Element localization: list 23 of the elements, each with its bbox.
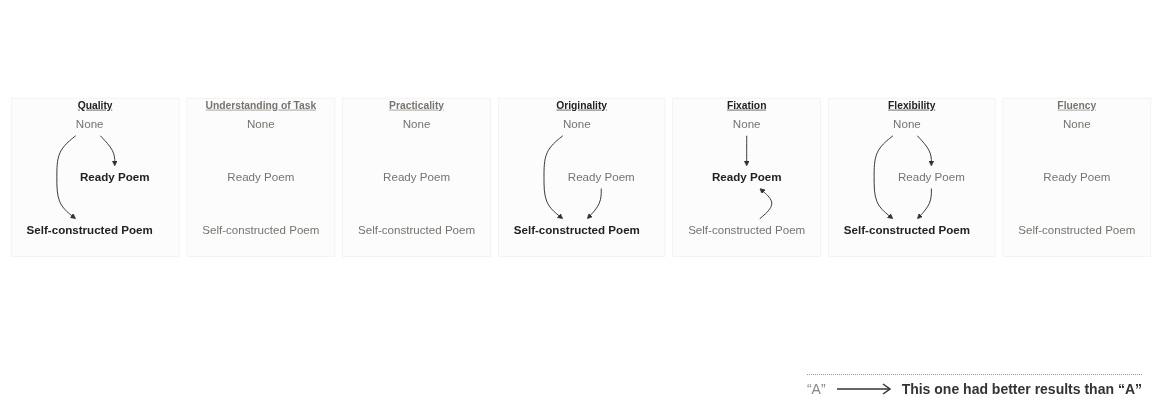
legend-text: This one had better results than “A”	[901, 381, 1142, 397]
legend-symbol-label: “A”	[806, 381, 826, 397]
node-text: Ready Poem	[897, 170, 965, 184]
node-text: Self-constructed Poem	[202, 223, 320, 237]
node-text: Ready Poem	[1043, 170, 1111, 184]
node-text: None	[402, 117, 431, 131]
node-text: Self-constructed Poem	[26, 223, 153, 237]
node-text: None	[562, 117, 591, 131]
node-text: Ready Poem	[567, 170, 635, 184]
node-text: Self-constructed Poem	[513, 223, 640, 237]
node-text: None	[75, 117, 104, 131]
node-text: Self-constructed Poem	[358, 223, 476, 237]
node-text: Self-constructed Poem	[1018, 223, 1136, 237]
node-text: Self-constructed Poem	[843, 223, 970, 237]
node-text: None	[1062, 117, 1091, 131]
node-text: Ready Poem	[227, 170, 295, 184]
node-text: None	[732, 117, 761, 131]
node-text: Ready Poem	[80, 170, 150, 184]
node-text: None	[893, 117, 921, 131]
node-text: Ready Poem	[711, 170, 782, 184]
node-text: None	[247, 117, 275, 131]
node-text: Self-constructed Poem	[688, 223, 806, 237]
node-text: Ready Poem	[383, 170, 451, 184]
